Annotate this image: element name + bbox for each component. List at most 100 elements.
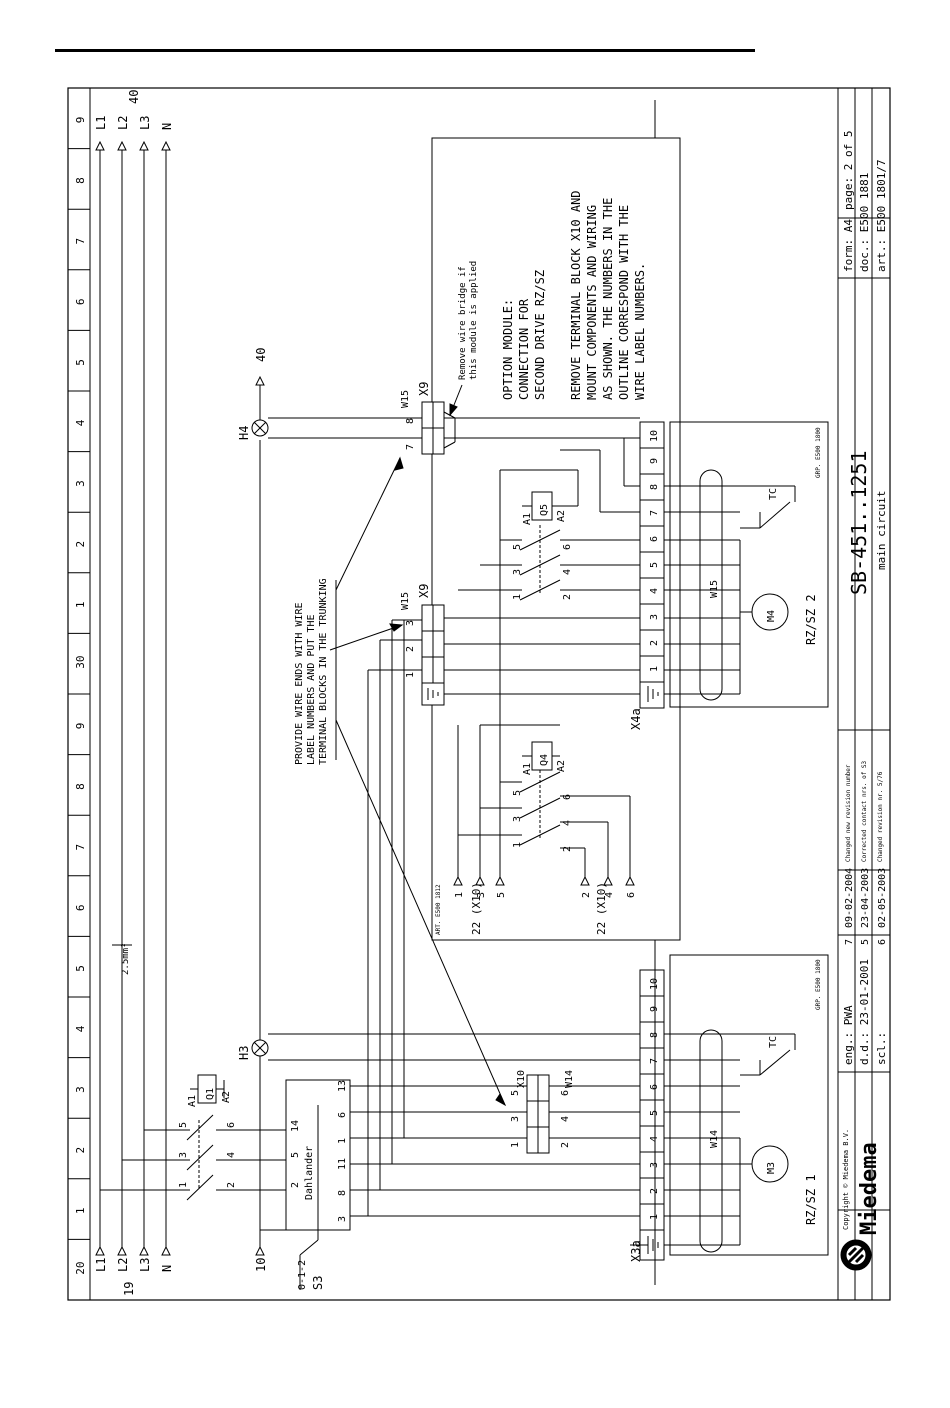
q1-pin-4: 4 bbox=[226, 1152, 237, 1158]
m3-name: M3 bbox=[766, 1162, 777, 1174]
terminal-x9-left bbox=[421, 604, 640, 706]
x10-pin-3: 3 bbox=[510, 1116, 521, 1122]
x9-left-name: X9 bbox=[417, 584, 431, 598]
terminal-strip-x3a bbox=[630, 954, 829, 1261]
q4-pin-4: 4 bbox=[562, 820, 573, 826]
m4-grp: GRP. E500 1800 bbox=[815, 427, 822, 478]
x9-right-pin-8: 8 bbox=[405, 418, 416, 424]
x3a-name: X3a bbox=[629, 1240, 643, 1262]
page-number: page: 2 of 5 bbox=[842, 131, 855, 210]
title-block-lines bbox=[838, 88, 890, 1300]
m4-name: M4 bbox=[766, 610, 777, 622]
miedema-logo bbox=[840, 1239, 872, 1271]
note-option-2: CONNECTION FOR bbox=[517, 298, 531, 400]
output-40-label: 40 bbox=[254, 348, 268, 362]
x9-left-pin-3: 3 bbox=[405, 620, 416, 626]
x9-left-wire: W15 bbox=[400, 592, 411, 610]
annotation-leaders bbox=[329, 384, 507, 1107]
x9-right-wire: W15 bbox=[400, 390, 411, 408]
q4-a2: A2 bbox=[556, 760, 567, 772]
q4-pin-1: 1 bbox=[512, 842, 523, 848]
note-bridge-2: this module is applied bbox=[469, 261, 479, 380]
x4a-pin-2: 2 bbox=[649, 640, 660, 646]
ref-left-pin-5: 5 bbox=[496, 892, 507, 898]
s3-pin-13: 13 bbox=[337, 1080, 348, 1092]
grid-label: 30 bbox=[74, 655, 87, 668]
bus-label-n-top: N bbox=[160, 123, 174, 130]
rev-5-no: 5 bbox=[860, 939, 871, 945]
q1-pin-6: 6 bbox=[226, 1122, 237, 1128]
contactor-q1 bbox=[100, 1074, 286, 1201]
h4-label: H4 bbox=[237, 426, 251, 440]
option-module-frame bbox=[431, 100, 681, 1285]
bus-label-l2-bottom: L2 bbox=[116, 1258, 130, 1272]
q4-a1: A1 bbox=[522, 763, 533, 775]
grid-label: 8 bbox=[74, 177, 87, 184]
rev-6-no: 6 bbox=[877, 939, 888, 945]
note-remove-5: WIRE LABEL NUMBERS. bbox=[633, 263, 647, 400]
grid-label: 4 bbox=[74, 1025, 87, 1032]
bus-label-l3-top: L3 bbox=[138, 116, 152, 130]
ref-left-pin-3: 3 bbox=[476, 892, 487, 898]
grid-label: 8 bbox=[74, 783, 87, 790]
bus-ref-bottom: 19 bbox=[122, 1282, 136, 1296]
rev-5-date: 23-04-2003 bbox=[860, 868, 871, 928]
s3-dahlander: Dahlander bbox=[304, 1146, 315, 1200]
grid-label: 3 bbox=[74, 1086, 87, 1093]
bus-label-l3-bottom: L3 bbox=[138, 1258, 152, 1272]
doc-number: doc.: E500 1881 bbox=[858, 173, 871, 272]
m4-group: RZ/SZ 2 bbox=[804, 594, 818, 645]
s3-pin-6: 6 bbox=[337, 1112, 348, 1118]
rev-7-no: 7 bbox=[844, 939, 855, 945]
grid-label: 6 bbox=[74, 904, 87, 911]
note-trunking-1: PROVIDE WIRE ENDS WITH WIRE bbox=[294, 602, 305, 765]
grid-label: 5 bbox=[74, 359, 87, 366]
grid-label: 2 bbox=[74, 541, 87, 548]
x4a-pin-6: 6 bbox=[649, 536, 660, 542]
q1-pin-3: 3 bbox=[178, 1152, 189, 1158]
rev-7-desc: Changed new revision number bbox=[845, 764, 852, 862]
s3-pin-1: 1 bbox=[337, 1138, 348, 1144]
rev-6-desc: Changed revision nr. 5/76 bbox=[877, 771, 884, 862]
x9-right-pin-7: 7 bbox=[405, 444, 416, 450]
x4a-pin-1: 1 bbox=[649, 666, 660, 672]
date-drawn: d.d.: 23-01-2001 bbox=[858, 959, 871, 1065]
x10-pin-5: 5 bbox=[510, 1090, 521, 1096]
q5-pin-6: 6 bbox=[562, 544, 573, 550]
drawing-number: SB-451..1251 bbox=[847, 451, 871, 596]
terminal-x10 bbox=[526, 1074, 550, 1154]
bus-lines bbox=[95, 140, 171, 1256]
s3-pin-8: 8 bbox=[337, 1190, 348, 1196]
copyright: Copyright © Miedema B.V. bbox=[842, 1129, 850, 1230]
grid-label: 9 bbox=[74, 723, 87, 730]
q1-pin-5: 5 bbox=[178, 1122, 189, 1128]
q4-pin-6: 6 bbox=[562, 794, 573, 800]
note-remove-3: AS SHOWN. THE NUMBERS IN THE bbox=[601, 198, 615, 400]
note-trunking-2: LABEL NUMBERS AND PUT THE bbox=[306, 614, 317, 765]
q1-pin-1: 1 bbox=[178, 1182, 189, 1188]
note-remove-4: OUTLINE CORRESPOND WITH THE bbox=[617, 205, 631, 400]
q4-name: Q4 bbox=[539, 754, 550, 766]
q4-pin-5: 5 bbox=[512, 790, 523, 796]
rev-6-date: 02-05-2003 bbox=[877, 868, 888, 928]
terminal-x9-right bbox=[421, 401, 640, 455]
x10-pin-1: 1 bbox=[510, 1142, 521, 1148]
q1-a1: A1 bbox=[187, 1095, 198, 1107]
s3-pin-2: 2 bbox=[290, 1182, 301, 1188]
q1-pin-2: 2 bbox=[226, 1182, 237, 1188]
lamp-h3 bbox=[251, 440, 640, 1080]
x9-left-pin-1: 1 bbox=[405, 672, 416, 678]
company-name: Miedema bbox=[857, 1142, 882, 1235]
bus-ref-top: 40 bbox=[127, 90, 141, 104]
terminal-strip-x4a bbox=[639, 421, 829, 709]
grid-label: 5 bbox=[74, 965, 87, 972]
contactor-q5 bbox=[458, 438, 640, 726]
x10-name: X10 bbox=[516, 1070, 527, 1088]
switch-s3 bbox=[255, 1079, 351, 1290]
s3-pin-14: 14 bbox=[290, 1120, 301, 1132]
x4a-pin-7: 7 bbox=[649, 510, 660, 516]
note-option-3: SECOND DRIVE RZ/SZ bbox=[533, 270, 547, 400]
contactor-q4 bbox=[453, 725, 635, 886]
x9-left-pin-2: 2 bbox=[405, 646, 416, 652]
